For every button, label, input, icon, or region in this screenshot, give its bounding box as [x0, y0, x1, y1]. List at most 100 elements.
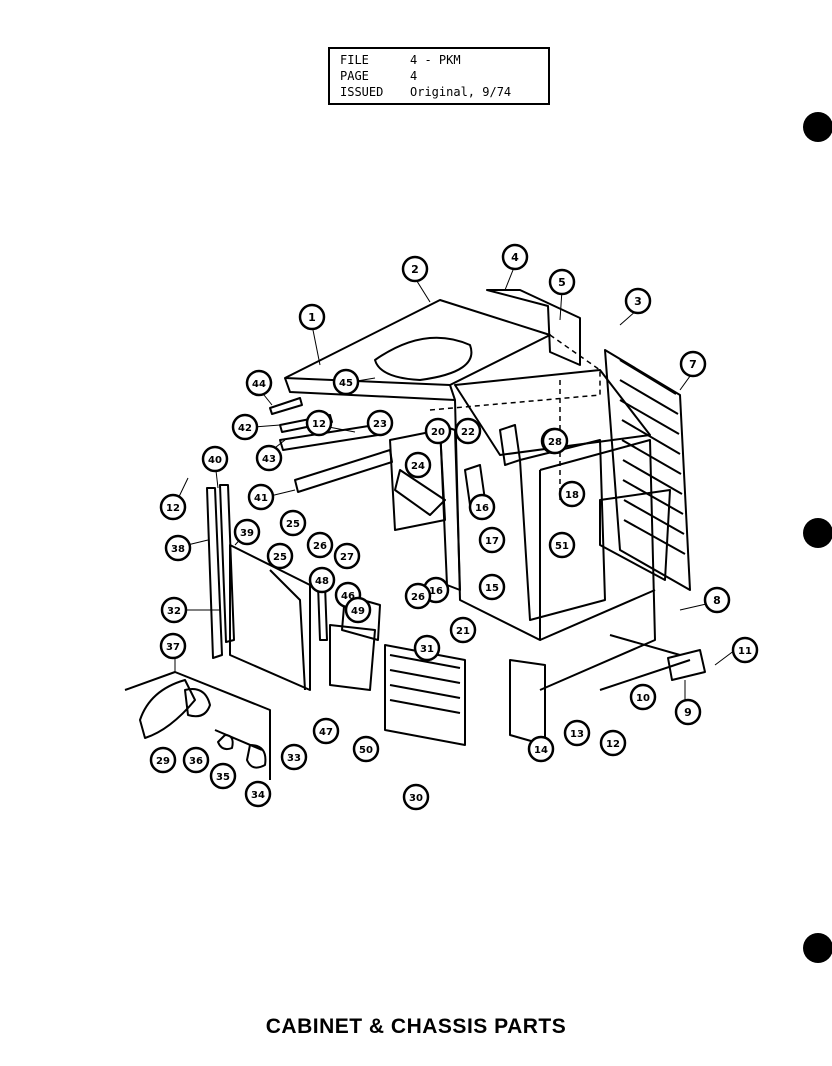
callout-number: 47 — [319, 727, 333, 738]
callout-33: 33 — [280, 743, 308, 771]
callout-circle — [332, 368, 360, 396]
callout-40: 40 — [201, 445, 229, 473]
callout-circle — [312, 717, 340, 745]
callout-47: 47 — [312, 717, 340, 745]
callout-20: 20 — [424, 417, 452, 445]
callout-group: 1234578910111212121314151616171819202122… — [149, 243, 759, 811]
callout-circle — [344, 596, 372, 624]
callout-circle — [478, 526, 506, 554]
callout-circle — [449, 616, 477, 644]
callout-number: 25 — [273, 552, 287, 563]
callout-number: 18 — [565, 490, 579, 501]
callout-circle — [245, 369, 273, 397]
cabinet-outline — [124, 289, 706, 780]
callout-number: 26 — [411, 592, 425, 603]
callout-12: 12 — [159, 493, 187, 521]
callout-17: 17 — [478, 526, 506, 554]
callout-number: 48 — [315, 576, 329, 587]
page-label: PAGE — [340, 69, 369, 83]
callout-49: 49 — [344, 596, 372, 624]
callout-22: 22 — [454, 417, 482, 445]
callout-circle — [404, 451, 432, 479]
binder-hole — [803, 933, 832, 963]
callout-12: 12 — [599, 729, 627, 757]
callout-10: 10 — [629, 683, 657, 711]
callout-circle — [527, 735, 555, 763]
callout-number: 24 — [411, 461, 425, 472]
callout-11: 11 — [731, 636, 759, 664]
callout-3: 3 — [624, 287, 652, 315]
callout-number: 37 — [166, 642, 180, 653]
callout-circle — [298, 303, 326, 331]
callout-circle — [563, 719, 591, 747]
callout-number: 31 — [420, 644, 434, 655]
callout-50: 50 — [352, 735, 380, 763]
callout-number: 33 — [287, 753, 301, 764]
callout-circle — [548, 268, 576, 296]
callout-26: 26 — [306, 531, 334, 559]
binder-hole — [803, 112, 832, 142]
callout-circle — [558, 480, 586, 508]
callout-number: 50 — [359, 745, 373, 756]
callout-circle — [159, 632, 187, 660]
callout-circle — [624, 287, 652, 315]
file-value: 4 - PKM — [410, 53, 461, 67]
callout-32: 32 — [160, 596, 188, 624]
callout-number: 40 — [208, 455, 222, 466]
callout-circle — [401, 255, 429, 283]
callout-number: 5 — [558, 276, 566, 289]
callout-30: 30 — [402, 783, 430, 811]
callout-number: 39 — [240, 528, 254, 539]
callout-number: 38 — [171, 544, 185, 555]
callout-circle — [402, 783, 430, 811]
callout-number: 12 — [166, 503, 180, 514]
callout-circle — [404, 582, 432, 610]
callout-number: 32 — [167, 606, 181, 617]
callout-number: 13 — [570, 729, 584, 740]
callout-number: 3 — [634, 295, 642, 308]
file-label: FILE — [340, 53, 369, 67]
callout-12: 12 — [305, 409, 333, 437]
callout-26: 26 — [404, 582, 432, 610]
callout-circle — [501, 243, 529, 271]
callout-circle — [306, 531, 334, 559]
callout-36: 36 — [182, 746, 210, 774]
callout-18: 18 — [558, 480, 586, 508]
callout-number: 16 — [429, 586, 443, 597]
callout-circle — [255, 444, 283, 472]
callout-number: 43 — [262, 454, 276, 465]
callout-4: 4 — [501, 243, 529, 271]
callout-circle — [305, 409, 333, 437]
callout-number: 30 — [409, 793, 423, 804]
callout-circle — [366, 409, 394, 437]
callout-circle — [280, 743, 308, 771]
callout-8: 8 — [703, 586, 731, 614]
callout-15: 15 — [478, 573, 506, 601]
callout-43: 43 — [255, 444, 283, 472]
callout-circle — [454, 417, 482, 445]
callout-37: 37 — [159, 632, 187, 660]
callout-23: 23 — [366, 409, 394, 437]
callout-number: 29 — [156, 756, 170, 767]
callout-2: 2 — [401, 255, 429, 283]
callout-circle — [468, 493, 496, 521]
callout-number: 8 — [713, 594, 721, 607]
callout-number: 28 — [548, 437, 562, 448]
callout-number: 1 — [308, 311, 316, 324]
callout-35: 35 — [209, 762, 237, 790]
callout-number: 36 — [189, 756, 203, 767]
callout-24: 24 — [404, 451, 432, 479]
page-title: CABINET & CHASSIS PARTS — [265, 1015, 567, 1038]
callout-number: 12 — [312, 419, 326, 430]
callout-34: 34 — [244, 780, 272, 808]
page-value: 4 — [410, 69, 418, 83]
issued-label: ISSUED — [340, 85, 384, 99]
callout-circle — [599, 729, 627, 757]
callout-number: 11 — [738, 646, 752, 657]
page-row: PAGE 4 — [340, 70, 417, 83]
callout-number: 7 — [689, 358, 697, 371]
